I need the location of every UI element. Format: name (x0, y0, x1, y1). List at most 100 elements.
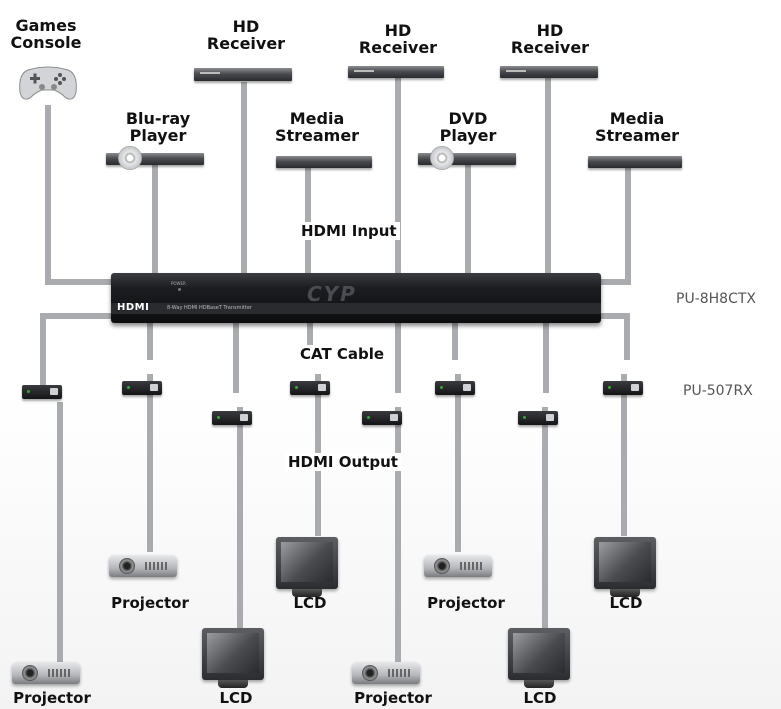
cat-cables (40, 313, 630, 393)
status-led-icon (608, 386, 611, 389)
status-led-icon (295, 386, 298, 389)
transmitter-subtitle: 8-Way HDMI HDBaseT Transmitter (167, 305, 252, 311)
screen (281, 542, 333, 582)
lcd-upper-2 (594, 537, 656, 589)
projector-lower-2 (352, 662, 420, 684)
brand-logo: CYP (307, 282, 357, 306)
power-led-icon (178, 288, 181, 291)
status-led-icon (440, 386, 443, 389)
vent-icon (48, 669, 72, 677)
caption-hdmi-input: HDMI Input (298, 222, 400, 240)
receiver-unit (212, 411, 252, 425)
projector-lower-1 (12, 662, 80, 684)
transmitter-device: POWER CYP HDMI 8-Way HDMI HDBaseT Transm… (111, 273, 601, 323)
lcd-stand (292, 589, 322, 597)
label-line: HD (384, 21, 412, 40)
label-line: Receiver (358, 38, 438, 57)
label-media-streamer-1: Media Streamer (262, 110, 372, 144)
label-projector-upper-1: Projector (111, 594, 189, 612)
label-line: Media (289, 109, 345, 128)
lcd-upper-1 (276, 537, 338, 589)
lens-icon (119, 558, 135, 574)
receiver-unit (603, 381, 643, 395)
label-games-console: Games Console (6, 17, 86, 51)
device-detail (506, 70, 526, 72)
label-line: HD (536, 21, 564, 40)
vent-icon (460, 562, 484, 570)
rj45-port-icon (240, 414, 248, 421)
receiver-unit (290, 381, 330, 395)
model-receiver: PU-507RX (683, 383, 753, 399)
receiver-unit (122, 381, 162, 395)
receiver-unit (362, 411, 402, 425)
input-cables (45, 78, 631, 285)
transmitter-front-strip (111, 303, 601, 314)
media-streamer-2-device (588, 156, 682, 168)
cat-cable-8 (601, 313, 630, 360)
screen (207, 633, 259, 673)
receiver-unit (518, 411, 558, 425)
rj45-port-icon (631, 384, 639, 391)
label-line: Player (129, 126, 187, 145)
hdmi-logo: HDMI (117, 302, 150, 313)
media-streamer-1-device (276, 156, 372, 168)
status-led-icon (523, 416, 526, 419)
screen (513, 633, 565, 673)
model-transmitter: PU-8H8CTX (676, 291, 757, 307)
label-lcd-upper-2: LCD (609, 594, 643, 612)
label-hd-receiver-2: HD Receiver (348, 22, 448, 56)
label-line: Console (10, 33, 82, 52)
label-lcd-lower-2: LCD (523, 689, 557, 707)
label-line: DVD (448, 109, 488, 128)
hd-receiver-1-device (194, 68, 292, 81)
label-line: Streamer (274, 126, 360, 145)
rj45-port-icon (546, 414, 554, 421)
cable-games-console (45, 105, 111, 285)
status-led-icon (27, 390, 30, 393)
label-media-streamer-2: Media Streamer (582, 110, 692, 144)
label-bluray-player: Blu-ray Player (108, 110, 208, 144)
cat-cable-1 (40, 313, 111, 388)
label-hd-receiver-1: HD Receiver (196, 18, 296, 52)
hd-receiver-2-device (348, 66, 444, 78)
screen (599, 542, 651, 582)
label-hd-receiver-3: HD Receiver (500, 22, 600, 56)
lens-icon (434, 558, 450, 574)
projector-upper-1 (109, 555, 177, 577)
label-lcd-lower-1: LCD (219, 689, 253, 707)
status-led-icon (367, 416, 370, 419)
label-lcd-upper-1: LCD (293, 594, 327, 612)
label-line: Blu-ray (125, 109, 191, 128)
label-projector-upper-2: Projector (427, 594, 505, 612)
label-projector-lower-2: Projector (354, 689, 432, 707)
receiver-unit (435, 381, 475, 395)
label-line: Player (439, 126, 497, 145)
lcd-stand (524, 680, 554, 688)
rj45-port-icon (390, 414, 398, 421)
rj45-port-icon (463, 384, 471, 391)
power-label: POWER (171, 281, 186, 286)
lens-icon (362, 665, 378, 681)
label-dvd-player: DVD Player (418, 110, 518, 144)
lens-icon (22, 665, 38, 681)
label-projector-lower-1: Projector (13, 689, 91, 707)
projector-upper-2 (424, 555, 492, 577)
status-led-icon (127, 386, 130, 389)
status-led-icon (217, 416, 220, 419)
label-line: HD (232, 17, 260, 36)
label-line: Media (609, 109, 665, 128)
rj45-port-icon (318, 384, 326, 391)
vent-icon (388, 669, 412, 677)
caption-cat-cable: CAT Cable (297, 345, 388, 363)
device-detail (354, 70, 374, 72)
cable-media-streamer-2 (601, 168, 631, 285)
hd-receiver-3-device (500, 66, 598, 78)
label-line: Streamer (594, 126, 680, 145)
rj45-port-icon (150, 384, 158, 391)
lcd-stand (218, 680, 248, 688)
vent-icon (145, 562, 169, 570)
label-line: Receiver (510, 38, 590, 57)
caption-hdmi-output: HDMI Output (285, 453, 401, 471)
